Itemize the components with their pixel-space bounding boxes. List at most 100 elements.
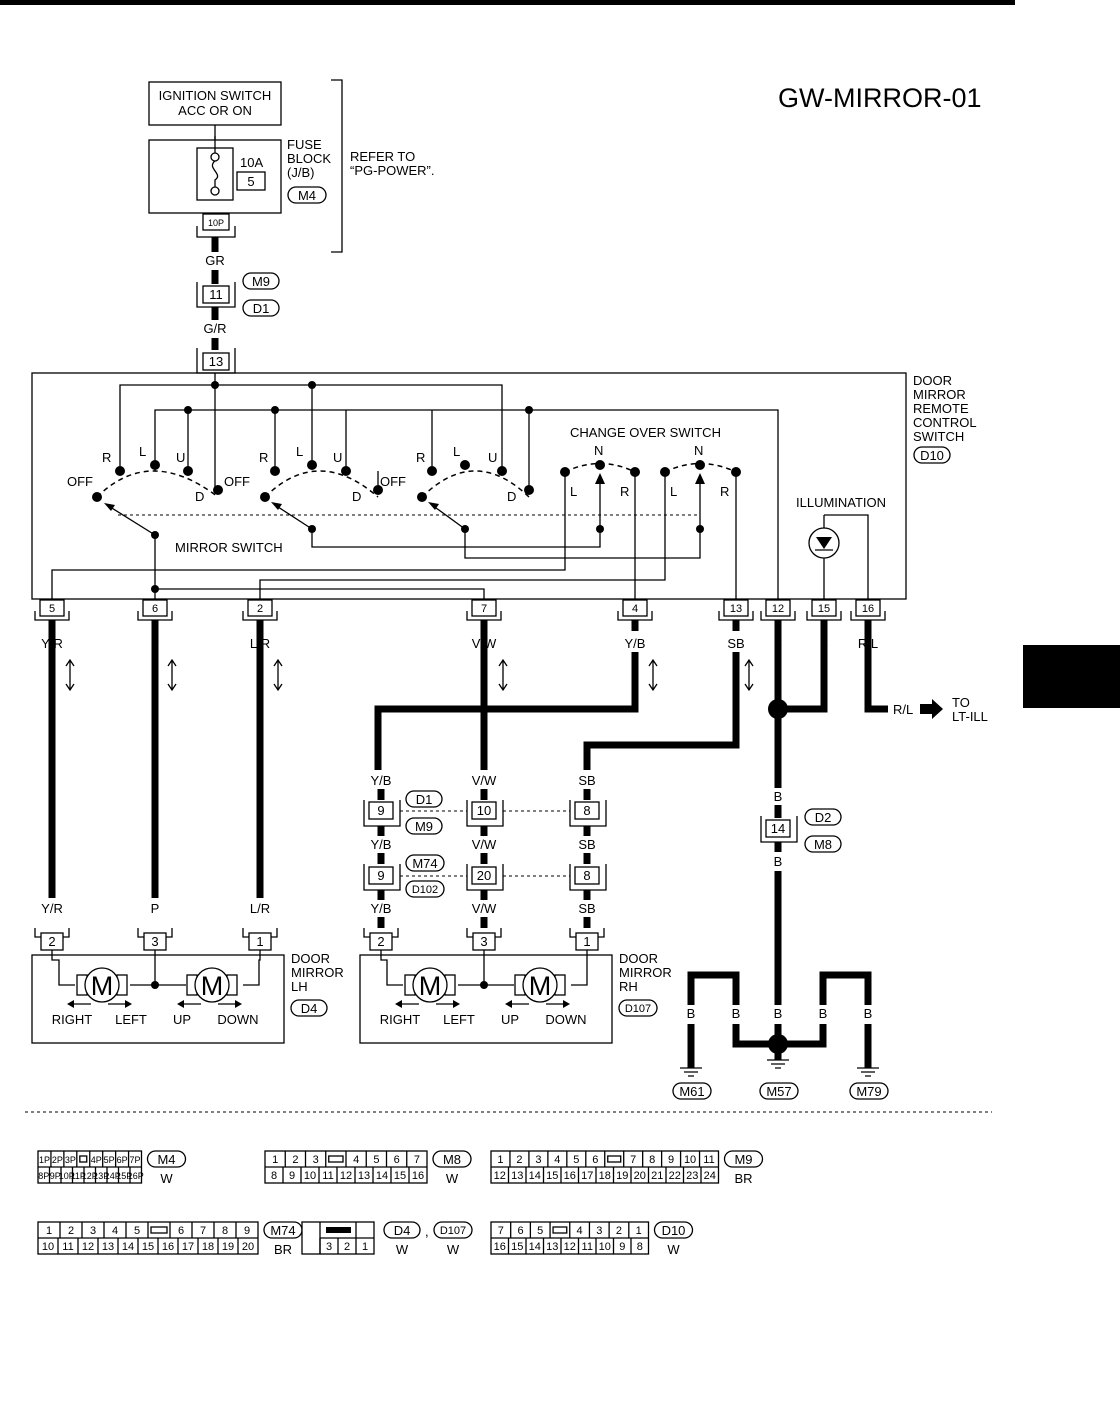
connector-pin: 1P xyxy=(39,1155,50,1165)
connector-pin: 5 xyxy=(373,1154,379,1166)
switch-name-1: DOOR xyxy=(913,373,952,388)
connector-pin: 11 xyxy=(582,1241,593,1253)
connector-pin: 12 xyxy=(82,1241,94,1253)
mid-connector-m9: M9 xyxy=(252,274,270,289)
rh-row2-terminal-1: 9 xyxy=(377,868,384,883)
switch-terminal-15 xyxy=(811,599,837,617)
connector-pin: 19 xyxy=(616,1170,628,1182)
switch-terminal-num: 16 xyxy=(862,603,874,615)
pos-u-1: U xyxy=(176,450,185,465)
connector-pin: 7P xyxy=(130,1155,141,1165)
connector-pin: 14 xyxy=(529,1170,541,1182)
ground-wire-bottom: B xyxy=(774,854,783,869)
connector-id: M4 xyxy=(157,1152,175,1167)
connector-pin: 14 xyxy=(529,1241,541,1253)
connector-pin: 15 xyxy=(394,1170,406,1182)
connector-color: W xyxy=(446,1171,459,1186)
switch-terminal-16 xyxy=(855,599,881,617)
connector-pin: 8P xyxy=(38,1171,49,1181)
switch-terminal-13 xyxy=(723,599,749,617)
connector-pin: 19 xyxy=(222,1241,234,1253)
pos-l-1: L xyxy=(139,444,146,459)
gnd-wire-5: B xyxy=(864,1006,873,1021)
connector-pin: 2P xyxy=(52,1155,63,1165)
connector-pin: 7 xyxy=(200,1225,206,1237)
connector-pin: 18 xyxy=(202,1241,214,1253)
ground-point-m57: M57 xyxy=(766,1084,791,1099)
lh-wire-2: P xyxy=(151,901,160,916)
connector-pin: 3 xyxy=(596,1225,602,1237)
rh-row1-terminal-3: 8 xyxy=(583,803,590,818)
connector-pin: 2 xyxy=(616,1225,622,1237)
connector-pin: 17 xyxy=(581,1170,593,1182)
pos-l-2: L xyxy=(296,444,303,459)
mirror-switch-label: MIRROR SWITCH xyxy=(175,540,283,555)
switch-terminal-7 xyxy=(471,599,497,617)
switch-input-terminal: 13 xyxy=(209,354,223,369)
pos-d-1: D xyxy=(195,489,204,504)
rh-row1-connector-d1: D1 xyxy=(416,792,433,807)
connector-color: W xyxy=(396,1242,409,1257)
header-rule xyxy=(0,0,1015,5)
connector-pin: 6 xyxy=(592,1154,598,1166)
wire-gr2: G/R xyxy=(203,321,226,336)
connector-pin: 10P xyxy=(59,1171,75,1181)
pos-d-3: D xyxy=(507,489,516,504)
connector-pin: 3 xyxy=(326,1241,332,1253)
diagram-id: GW-MIRROR-01 xyxy=(778,83,982,113)
connector-pin: 15 xyxy=(511,1241,523,1253)
lt-ill-label-2: LT-ILL xyxy=(952,709,988,724)
pos-n-2: N xyxy=(694,443,703,458)
connector-pin: 14 xyxy=(122,1241,134,1253)
connector-pin: 22 xyxy=(669,1170,681,1182)
motor-direction: RIGHT xyxy=(52,1012,93,1027)
connector-color-2: W xyxy=(447,1242,460,1257)
connector-id-2: D107 xyxy=(440,1225,466,1237)
connector-pin: 7 xyxy=(414,1154,420,1166)
connector-pin: 10 xyxy=(684,1154,696,1166)
lh-name-2: MIRROR xyxy=(291,965,344,980)
rh-row1-terminal-1: 9 xyxy=(377,803,384,818)
connector-pin: 7 xyxy=(630,1154,636,1166)
connector-pin: 4P xyxy=(91,1155,102,1165)
pos-off-3: OFF xyxy=(380,474,406,489)
fuse-rating: 10A xyxy=(240,155,263,170)
connector-pin: 6 xyxy=(178,1225,184,1237)
refer-label-2: “PG-POWER”. xyxy=(350,163,435,178)
mid-terminal: 11 xyxy=(209,287,223,302)
motor-icon xyxy=(84,967,120,1003)
mirror-terminal-num: 2 xyxy=(48,934,55,949)
connector-pin: 12 xyxy=(494,1170,506,1182)
fuse-block-connector: M4 xyxy=(298,188,316,203)
switch-terminal-num: 5 xyxy=(49,603,55,615)
pos-off-1: OFF xyxy=(67,474,93,489)
ground-point-m79: M79 xyxy=(856,1084,881,1099)
mid-connector-d1: D1 xyxy=(253,301,270,316)
connector-pin: 15P xyxy=(116,1171,132,1181)
pos-l-3: L xyxy=(453,444,460,459)
switch-terminal-num: 6 xyxy=(152,603,158,615)
connector-pin: 14 xyxy=(376,1170,388,1182)
connector-pin: 1 xyxy=(272,1154,278,1166)
switch-terminal-wire: SB xyxy=(727,636,744,651)
connector-pin: 16 xyxy=(494,1241,506,1253)
connector-color: BR xyxy=(734,1171,752,1186)
connector-pin: 9 xyxy=(619,1241,625,1253)
connector-pin: 2 xyxy=(292,1154,298,1166)
connector-pin: 10 xyxy=(304,1170,316,1182)
pos-r-1: R xyxy=(102,450,111,465)
ground-wire-top: B xyxy=(774,789,783,804)
rh-row2-terminal-2: 20 xyxy=(477,868,491,883)
lt-ill-wire: R/L xyxy=(893,702,913,717)
switch-terminal-12 xyxy=(765,599,791,617)
connector-pin: 13 xyxy=(511,1170,523,1182)
rh-row3-wire-2: V/W xyxy=(472,901,497,916)
connector-pin: 3 xyxy=(313,1154,319,1166)
